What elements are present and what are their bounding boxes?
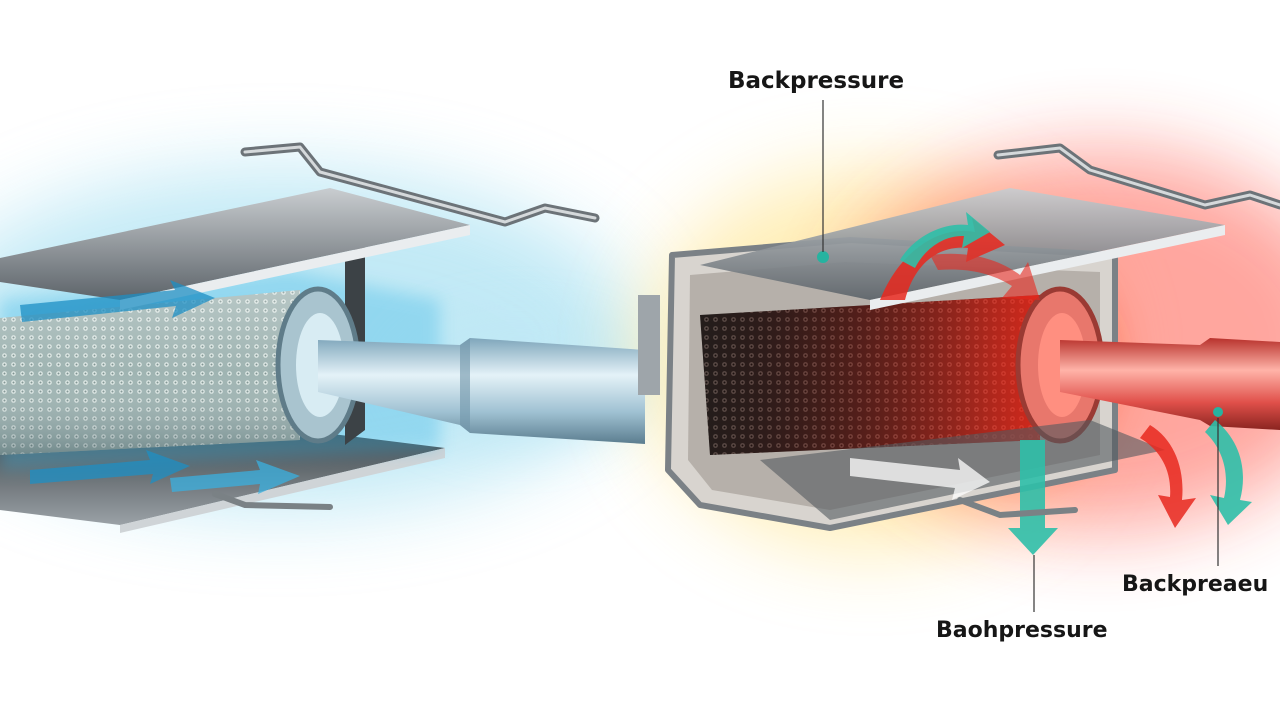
cool-bottom-bracket [212, 491, 333, 510]
right-pointer-dot [1213, 407, 1223, 417]
backpressure-label-right: Backpreaeu [1122, 572, 1269, 597]
teal-flow-arrow [900, 212, 1252, 555]
hot-bottom-bracket [957, 497, 1078, 519]
cool-converter [0, 142, 645, 533]
cool-outlet-pipe [318, 338, 645, 444]
cool-flow-arrow [20, 280, 300, 494]
top-pointer-dot [817, 251, 829, 263]
backpressure-label-bottom: Baohpressure [936, 618, 1108, 643]
hot-converter [638, 143, 1280, 555]
backpressure-label-top: Backpressure [728, 68, 905, 94]
white-flow-arrow [850, 458, 990, 500]
hot-outlet-pipe [1060, 338, 1280, 430]
cool-top-plate [0, 188, 470, 300]
